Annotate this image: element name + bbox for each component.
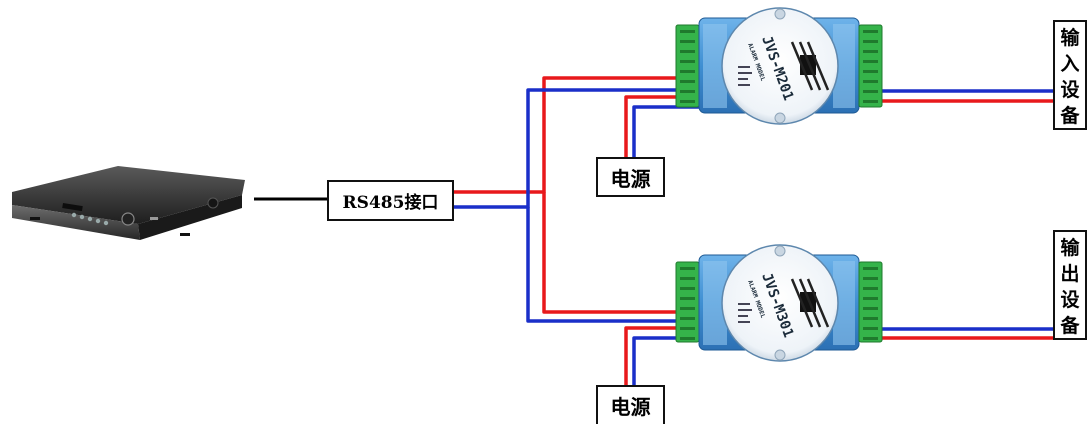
power-label-top: 电源 <box>596 157 665 197</box>
input-char-4: 备 <box>1060 105 1080 127</box>
module-jvs-m301: JVS-M301 ALARM MODEL <box>675 244 883 362</box>
output-char-4: 备 <box>1060 315 1080 337</box>
input-char-3: 设 <box>1060 79 1080 101</box>
power-label-bottom: 电源 <box>596 385 665 424</box>
output-char-1: 输 <box>1060 237 1080 259</box>
dvr-device <box>12 166 245 240</box>
input-device-label: 输 入 设 备 <box>1053 20 1087 130</box>
rs485-interface-label: RS485接口 <box>327 180 454 221</box>
output-device-label: 输 出 设 备 <box>1053 230 1087 340</box>
module-jvs-m201: JVS-M201 ALARM MODEL <box>675 7 883 125</box>
input-char-2: 入 <box>1060 53 1080 75</box>
input-char-1: 输 <box>1060 27 1080 49</box>
output-char-2: 出 <box>1060 263 1080 285</box>
output-char-3: 设 <box>1060 289 1080 311</box>
